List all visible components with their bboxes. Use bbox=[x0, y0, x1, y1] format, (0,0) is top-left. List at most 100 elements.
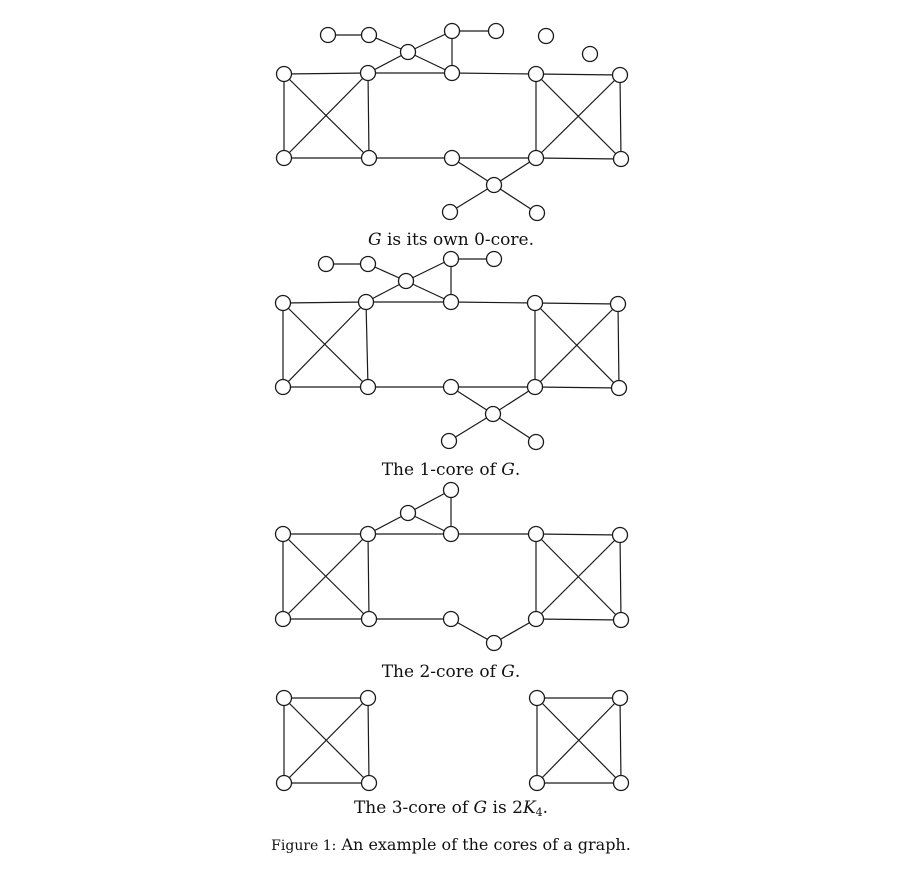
vertex-A1 bbox=[275, 65, 293, 83]
vertex-A3 bbox=[275, 149, 293, 167]
vertex-m3 bbox=[441, 203, 459, 221]
edge-d-B1 bbox=[450, 301, 536, 304]
vertex-a1 bbox=[319, 26, 337, 44]
caption-3-prefix: The 3-core of bbox=[353, 798, 474, 818]
edge-m1-m2 bbox=[450, 386, 494, 415]
vertex-d bbox=[443, 64, 461, 82]
vertex-B2 bbox=[611, 689, 629, 707]
edge-B2-B3 bbox=[535, 534, 621, 620]
vertex-b bbox=[399, 504, 417, 522]
core-panel-0 bbox=[275, 22, 630, 222]
core-panel-2 bbox=[274, 481, 630, 652]
vertex-A3 bbox=[275, 774, 293, 792]
vertex-B3 bbox=[528, 774, 546, 792]
edge-B1-B2 bbox=[535, 533, 621, 536]
edge-A2-A4 bbox=[367, 72, 370, 159]
vertex-e bbox=[487, 22, 505, 40]
edge-m2-m4 bbox=[493, 184, 538, 214]
edge-A1-A4 bbox=[283, 73, 370, 159]
edge-B2-B4 bbox=[617, 303, 620, 389]
vertex-m1 bbox=[442, 610, 460, 628]
caption-2-suffix: . bbox=[514, 662, 521, 682]
edge-A2-A3 bbox=[283, 697, 369, 784]
edge-B3-B4 bbox=[535, 157, 622, 160]
vertex-a2 bbox=[359, 255, 377, 273]
vertex-B4 bbox=[610, 379, 628, 397]
vertex-m2 bbox=[485, 634, 503, 652]
vertex-A1 bbox=[274, 294, 292, 312]
vertex-m1 bbox=[442, 378, 460, 396]
caption-0-text: is its own 0-core. bbox=[381, 230, 534, 250]
edge-A1-A4 bbox=[282, 302, 369, 388]
edge-B3-m2 bbox=[492, 386, 536, 415]
edge-d-B1 bbox=[451, 72, 537, 75]
vertex-A4 bbox=[360, 149, 378, 167]
vertex-A2 bbox=[359, 64, 377, 82]
caption-0-core: G is its own 0-core. bbox=[0, 230, 902, 250]
vertex-B2 bbox=[611, 526, 629, 544]
vertex-A4 bbox=[359, 378, 377, 396]
caption-3-var2: K bbox=[522, 798, 536, 818]
edge-B2-B3 bbox=[535, 74, 621, 159]
edge-B3-B4 bbox=[534, 386, 620, 389]
vertex-m2 bbox=[484, 405, 502, 423]
edge-m2-m3 bbox=[448, 413, 494, 442]
edge-m1-m2 bbox=[450, 618, 495, 644]
vertex-c bbox=[443, 22, 461, 40]
edge-m1-m2 bbox=[451, 157, 495, 186]
figure-caption-label: Figure 1: bbox=[271, 838, 337, 854]
edge-B2-B3 bbox=[534, 303, 619, 388]
vertex-c bbox=[442, 250, 460, 268]
core-panel-1 bbox=[274, 250, 628, 451]
vertex-m1 bbox=[443, 149, 461, 167]
edge-B2-B3 bbox=[536, 697, 621, 784]
caption-3-sub: 4 bbox=[535, 806, 543, 819]
vertex-a2 bbox=[360, 26, 378, 44]
vertex-d bbox=[442, 293, 460, 311]
edge-B2-B4 bbox=[619, 74, 622, 160]
vertex-B1 bbox=[526, 294, 544, 312]
caption-3-mid: is 2 bbox=[487, 798, 523, 818]
figure-caption: Figure 1: An example of the cores of a g… bbox=[0, 835, 902, 856]
vertex-B4 bbox=[612, 611, 630, 629]
edge-A2-A4 bbox=[367, 533, 370, 620]
edge-B1-B2 bbox=[534, 302, 619, 305]
caption-1-suffix: . bbox=[514, 460, 521, 480]
edge-B2-B4 bbox=[619, 697, 622, 784]
vertex-B3 bbox=[526, 378, 544, 396]
caption-1-prefix: The 1-core of bbox=[381, 460, 502, 480]
vertex-m4 bbox=[528, 204, 546, 222]
core-panel-3 bbox=[275, 689, 630, 792]
vertex-A1 bbox=[275, 689, 293, 707]
vertex-B1 bbox=[527, 525, 545, 543]
edge-m2-m3 bbox=[449, 184, 495, 213]
edge-A2-A3 bbox=[283, 72, 369, 159]
edge-A2-A4 bbox=[367, 697, 370, 784]
caption-3-var: G bbox=[473, 798, 488, 818]
vertex-A2 bbox=[359, 689, 377, 707]
caption-2-core: The 2-core of G. bbox=[0, 662, 902, 682]
vertex-B4 bbox=[612, 150, 630, 168]
vertex-m4 bbox=[527, 433, 545, 451]
edge-b-d bbox=[405, 280, 452, 303]
vertex-A2 bbox=[357, 293, 375, 311]
vertex-i1 bbox=[581, 45, 599, 63]
vertex-B2 bbox=[611, 66, 629, 84]
vertex-B3 bbox=[527, 149, 545, 167]
vertex-A1 bbox=[274, 525, 292, 543]
vertex-A3 bbox=[274, 610, 292, 628]
vertex-b bbox=[399, 43, 417, 61]
caption-3-core: The 3-core of G is 2K4. bbox=[0, 798, 902, 818]
vertex-B1 bbox=[528, 689, 546, 707]
edge-B3-m2 bbox=[493, 157, 537, 186]
edge-B1-B2 bbox=[535, 73, 621, 76]
edge-B3-B4 bbox=[535, 618, 622, 621]
edge-B2-B4 bbox=[619, 534, 622, 621]
caption-3-suffix: . bbox=[542, 798, 549, 818]
caption-2-prefix: The 2-core of bbox=[381, 662, 502, 682]
vertex-b bbox=[397, 272, 415, 290]
edge-A2-A4 bbox=[365, 301, 369, 388]
edge-m2-m4 bbox=[492, 413, 537, 443]
